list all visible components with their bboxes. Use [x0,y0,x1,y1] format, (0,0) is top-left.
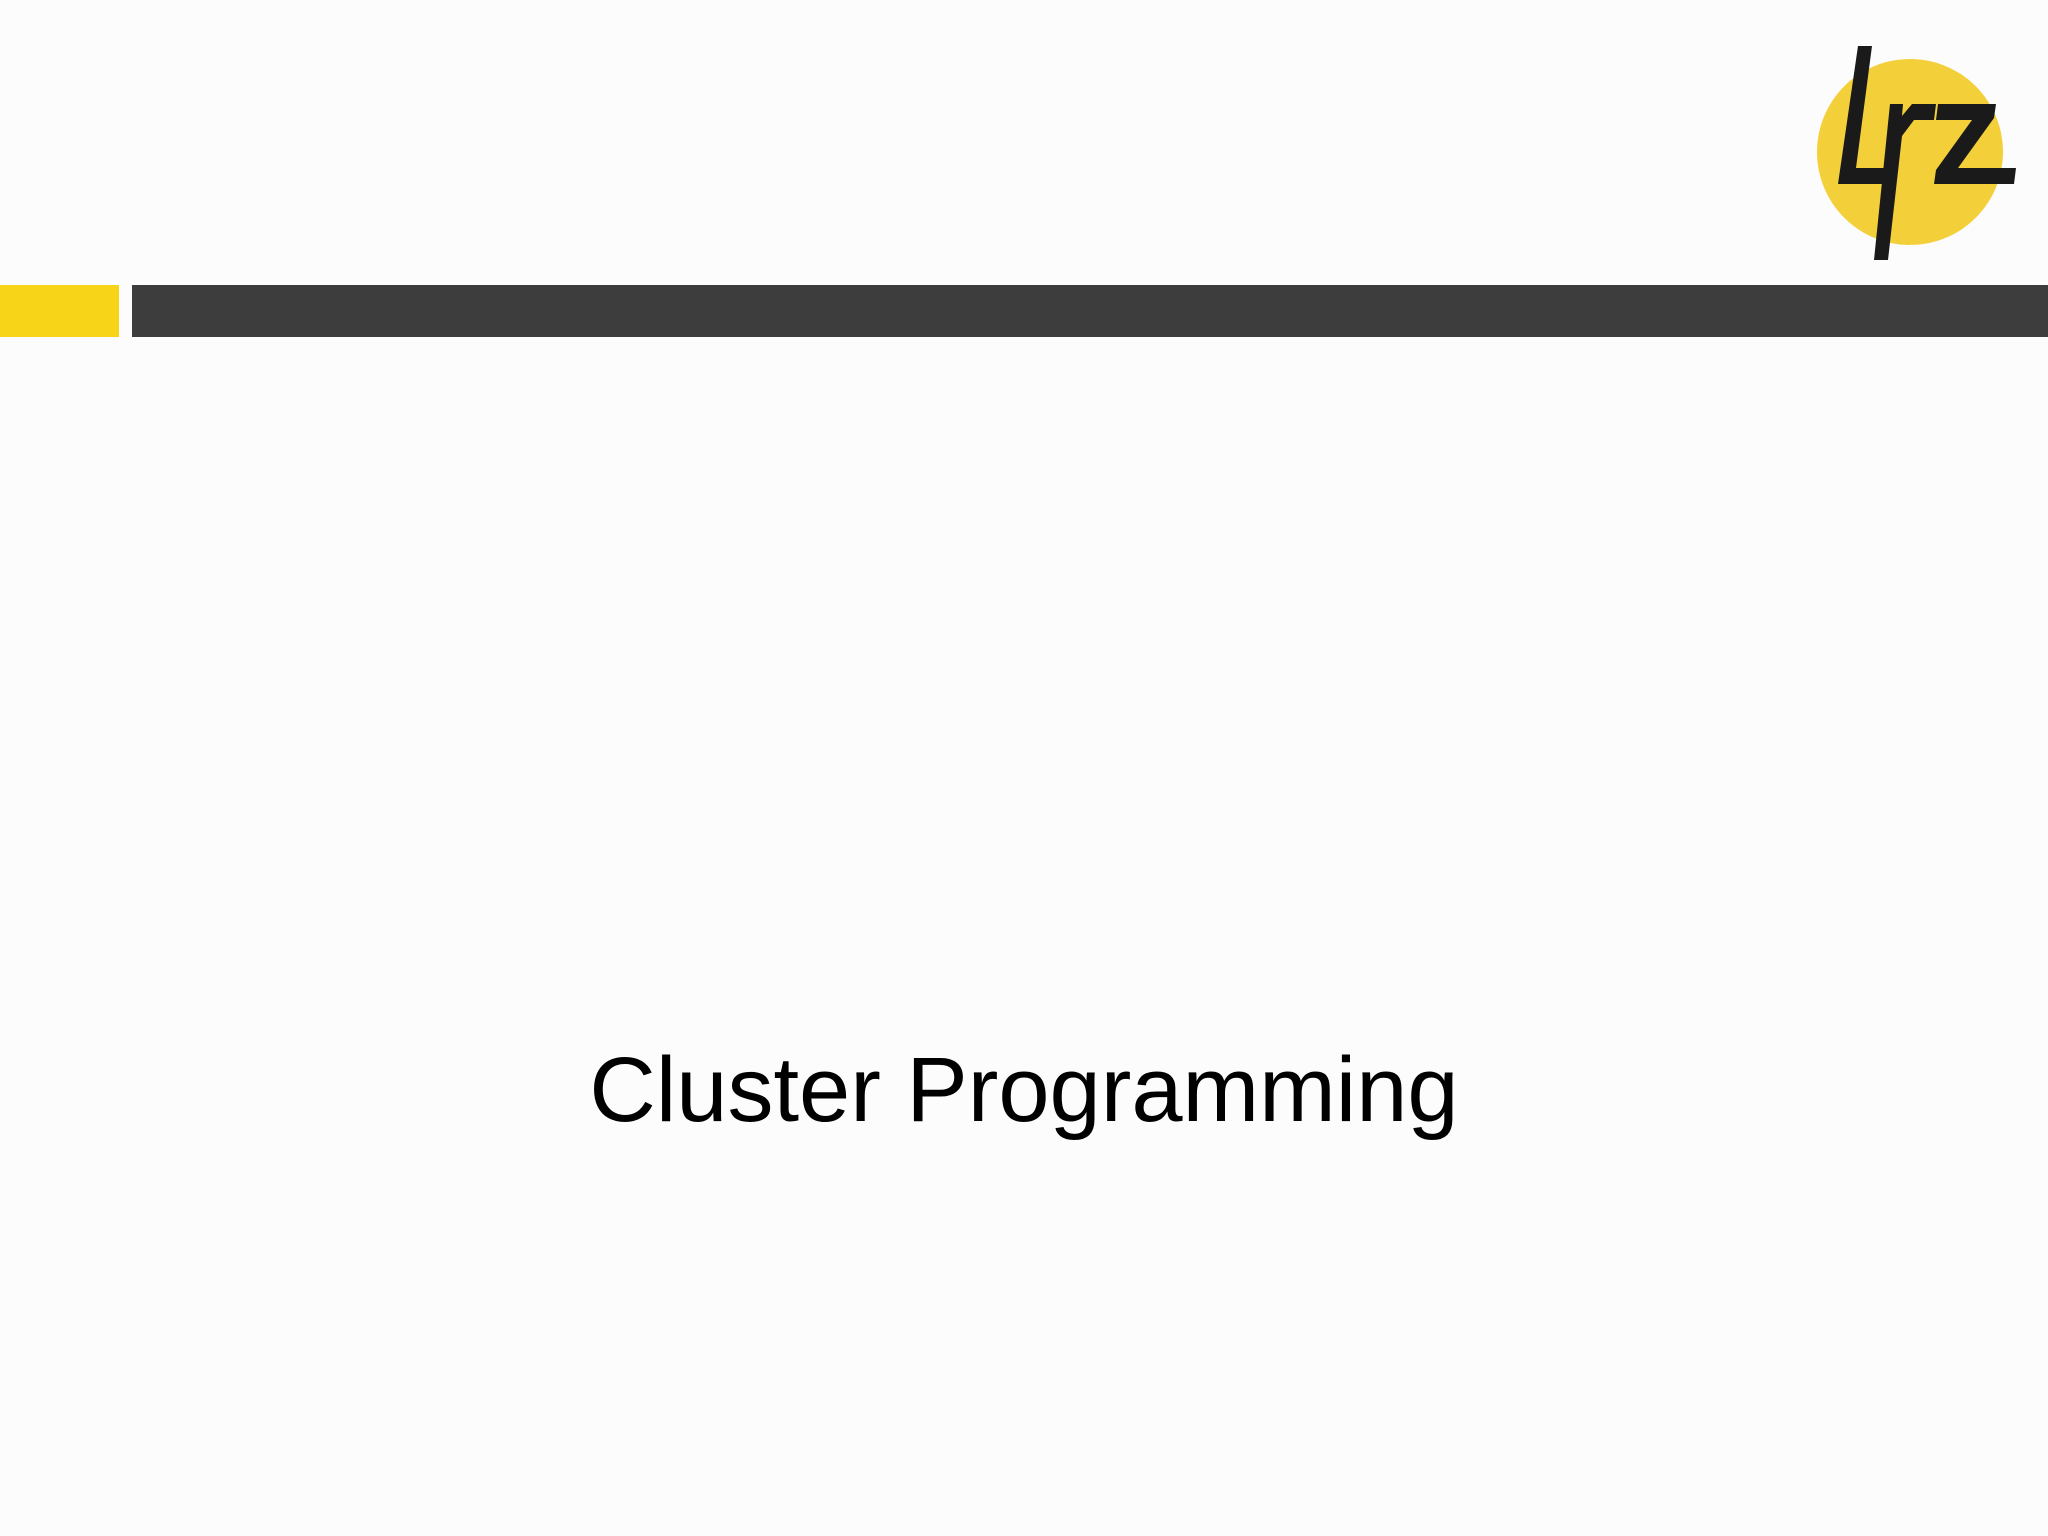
header-bar [132,285,2048,337]
logo-letter-r [1874,104,1936,260]
lrz-logo [1817,46,2016,260]
logo-letter-z [1934,104,2016,184]
slide-title: Cluster Programming [589,1039,1459,1141]
logo-letter-l [1838,46,1898,184]
accent-bar [0,285,119,337]
